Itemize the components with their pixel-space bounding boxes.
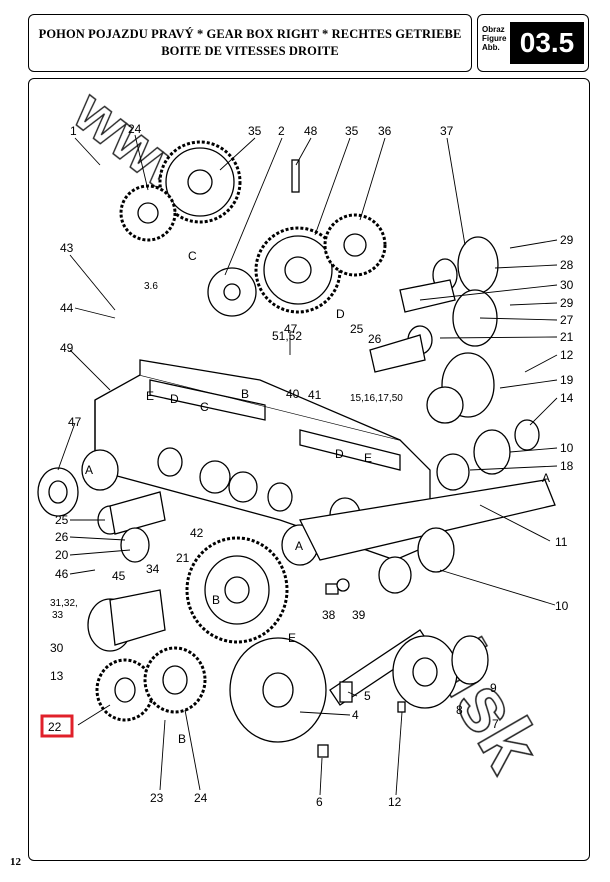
callout-numbers: 1 24 35 2 48 35 36 37 29 28 30 29 27 21 … [50,122,574,809]
callout-21a: 21 [560,330,574,344]
figure-box: Obraz Figure Abb. 03.5 [477,14,589,72]
callout-33: 33 [52,610,64,621]
letter-b-3: B [212,593,220,607]
callout-7: 7 [492,717,499,731]
callout-10a: 10 [560,441,574,455]
letter-d-2: D [336,307,345,321]
title-line-1: POHON POJAZDU PRAVÝ * GEAR BOX RIGHT * R… [38,27,462,41]
lower-right-assemblies [229,578,489,758]
callout-47b: 47 [68,415,82,429]
callout-4: 4 [352,708,359,722]
callout-6: 6 [316,795,323,809]
leader-lines [57,134,558,796]
callout-29a: 29 [560,233,574,247]
letter-c-1: C [200,400,209,414]
callout-22: 22 [48,720,62,734]
callout-43: 43 [60,241,74,255]
letter-b-1: B [241,387,249,401]
callout-26a: 26 [368,332,382,346]
figure-label-line-3: Abb. [482,43,500,52]
callout-13: 13 [50,669,64,683]
callout-25a: 25 [350,322,364,336]
callout-12a: 12 [560,348,574,362]
title-box: POHON POJAZDU PRAVÝ * GEAR BOX RIGHT * R… [28,14,472,72]
figure-label-line-1: Obraz [482,25,505,34]
highlighted-callout-22[interactable]: 22 [40,714,74,738]
figure-label-line-2: Figure [482,34,507,43]
callout-35a: 35 [248,124,262,138]
callout-46: 46 [55,567,69,581]
callout-45: 45 [112,569,126,583]
callout-15-16-17-50: 15,16,17,50 [350,393,403,404]
callout-3-6: 3.6 [144,281,158,292]
callout-44: 44 [60,301,74,315]
letter-d-1: D [170,392,179,406]
callout-40: 40 [286,387,300,401]
callout-29b: 29 [560,296,574,310]
callout-48: 48 [304,124,318,138]
callout-5: 5 [364,689,371,703]
callout-38: 38 [322,608,336,622]
callout-11: 11 [555,535,568,549]
callout-24a: 24 [128,122,142,136]
callout-25b: 25 [55,513,69,527]
callout-12b: 12 [388,795,402,809]
diagram-frame [28,78,590,861]
title-line-2: BOITE DE VITESSES DROITE [161,44,339,58]
callout-37: 37 [440,124,454,138]
letter-d-3: D [335,447,344,461]
callout-20: 20 [55,548,69,562]
letter-e-3: E [288,631,296,645]
callout-34: 34 [146,562,160,576]
callout-49: 49 [60,341,74,355]
lower-left-assemblies [37,467,289,722]
callout-35b: 35 [345,124,359,138]
callout-30b: 30 [50,641,64,655]
callout-51-52: 51,52 [272,329,302,343]
callout-8: 8 [456,703,463,717]
page-number: 12 [10,856,21,868]
letter-a-1: A [542,471,550,485]
callout-26b: 26 [55,530,69,544]
figure-label: Obraz Figure Abb. [482,25,506,52]
callout-31-32: 31,32, [50,598,78,609]
letter-a-3: A [295,539,303,553]
callout-36: 36 [378,124,392,138]
callout-28: 28 [560,258,574,272]
callout-19: 19 [560,373,574,387]
callout-24b: 24 [194,791,208,805]
callout-9: 9 [490,681,497,695]
letter-e-2: E [364,451,372,465]
letter-e-1: E [146,389,154,403]
callout-2: 2 [278,124,285,138]
callout-39: 39 [352,608,366,622]
assembly-letters: A A A B B B C C D D D E E E [85,249,550,746]
letter-c-2: C [188,249,197,263]
callout-41: 41 [308,388,322,402]
callout-27: 27 [560,313,574,327]
callout-47a: 47 [284,322,298,336]
right-shaft-assemblies [299,236,556,594]
callout-21b: 21 [176,551,190,565]
letter-a-2: A [85,463,93,477]
callout-23: 23 [150,791,164,805]
figure-number: 03.5 [510,22,584,64]
letter-b-2: B [178,732,186,746]
callout-1: 1 [70,124,77,138]
callout-18: 18 [560,459,574,473]
upper-gear-cluster [119,140,387,317]
callout-14: 14 [560,391,574,405]
callout-30a: 30 [560,278,574,292]
callout-42: 42 [190,526,204,540]
callout-10b: 10 [555,599,569,613]
